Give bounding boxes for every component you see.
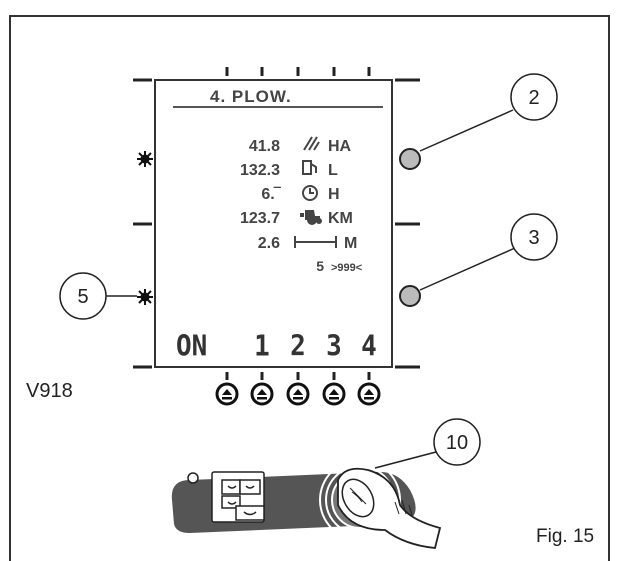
display-title: 4. PLOW.: [210, 87, 292, 106]
frame-top-line: [9, 15, 610, 17]
display-rows: 41.8 HA 132.3 L 6.‾ H 123.7 KM 2.6 M 5 >…: [240, 138, 362, 274]
callout-leader-2: [419, 109, 514, 152]
bottom-button[interactable]: [357, 382, 381, 406]
callout-2: [510, 73, 558, 121]
indicator-star-icon: [137, 289, 153, 305]
implement-icon: [211, 471, 265, 523]
bottom-label-4: 4: [361, 330, 377, 362]
callout-number: 3: [528, 227, 539, 249]
callout-10: [433, 418, 481, 466]
implement-panel: [171, 459, 442, 549]
display-screen: [154, 79, 393, 368]
row-value: 5: [316, 258, 324, 274]
callout-3: [510, 213, 558, 261]
callout-5: [59, 272, 107, 320]
row-unit: H: [328, 186, 340, 203]
bottom-button[interactable]: [286, 382, 310, 406]
callout-number: 10: [446, 432, 468, 454]
figure-label: Fig. 15: [536, 526, 595, 547]
callout-leader-10: [374, 451, 437, 469]
frame-right-line: [608, 15, 610, 561]
indicator-star-icon: [137, 151, 153, 167]
row-value: 6.‾: [261, 185, 281, 203]
side-button-lower[interactable]: [399, 285, 421, 307]
fuel-pump-icon: [302, 160, 317, 175]
row-unit: HA: [328, 138, 352, 155]
finger-icon: [337, 467, 442, 549]
bottom-buttons[interactable]: [215, 382, 381, 406]
row-unit: >999<: [331, 262, 362, 274]
bottom-label-1: 1: [254, 330, 270, 362]
model-label: V918: [26, 380, 73, 402]
side-button-upper[interactable]: [399, 148, 421, 170]
bottom-label-2: 2: [290, 330, 306, 362]
panel-led-icon: [187, 472, 199, 484]
row-unit: M: [344, 235, 357, 252]
frame-left-line: [9, 15, 11, 561]
bottom-button[interactable]: [215, 382, 239, 406]
row-value: 132.3: [240, 162, 280, 179]
bottom-button[interactable]: [322, 382, 346, 406]
callout-number: 2: [528, 87, 539, 109]
row-value: 123.7: [240, 210, 280, 227]
tractor-icon: [300, 210, 322, 225]
row-value: 41.8: [249, 138, 280, 155]
width-icon: [294, 236, 337, 248]
top-ticks: [225, 67, 371, 76]
bottom-ticks: [225, 372, 371, 380]
bottom-button[interactable]: [250, 382, 274, 406]
row-value: 2.6: [258, 235, 280, 252]
callout-leader-3: [419, 247, 516, 291]
left-side-marks: [133, 78, 152, 369]
bottom-label-on: ON: [176, 330, 207, 362]
right-side-marks: [395, 78, 420, 369]
row-unit: KM: [328, 210, 353, 227]
row-unit: L: [328, 162, 338, 179]
bottom-label-3: 3: [326, 330, 342, 362]
bottom-labels: ON 1 2 3 4: [176, 330, 377, 362]
callout-number: 5: [77, 286, 88, 308]
area-icon: [303, 136, 320, 151]
clock-icon: [302, 185, 318, 201]
